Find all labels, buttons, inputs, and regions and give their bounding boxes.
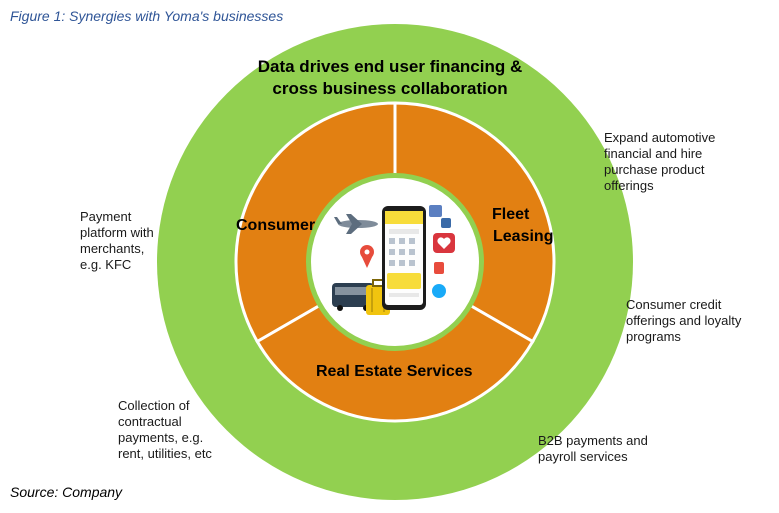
note-collection: Collection of contractual payments, e.g.… (118, 398, 212, 461)
center-illustration (332, 205, 455, 315)
app-tile-icon (441, 218, 451, 228)
source-note: Source: Company (10, 484, 123, 500)
segment-label-fleet: Fleet (492, 206, 530, 223)
note-b2b: B2B payments and payroll services (538, 433, 648, 464)
figure-caption: Figure 1: Synergies with Yoma's business… (10, 8, 284, 24)
location-pin-icon (360, 245, 374, 268)
heart-icon (433, 233, 455, 253)
app-tile-icon (429, 205, 442, 217)
diagram-title-line1: Data drives end user financing & (257, 57, 523, 76)
note-automotive: Expand automotive financial and hire pur… (604, 130, 716, 193)
segment-label-leasing: Leasing (493, 228, 554, 245)
app-tile-icon (434, 262, 444, 274)
note-payment-platform: Payment platform with merchants, e.g. KF… (80, 209, 154, 272)
smartphone-icon (382, 206, 426, 310)
diagram-title-line2: cross business collaboration (272, 79, 508, 98)
note-consumer-credit: Consumer credit offerings and loyalty pr… (626, 297, 742, 344)
airplane-icon (334, 214, 378, 234)
segment-label-consumer: Consumer (236, 217, 316, 234)
segment-label-real-estate: Real Estate Services (316, 363, 473, 380)
telenor-logo-icon (432, 284, 446, 298)
